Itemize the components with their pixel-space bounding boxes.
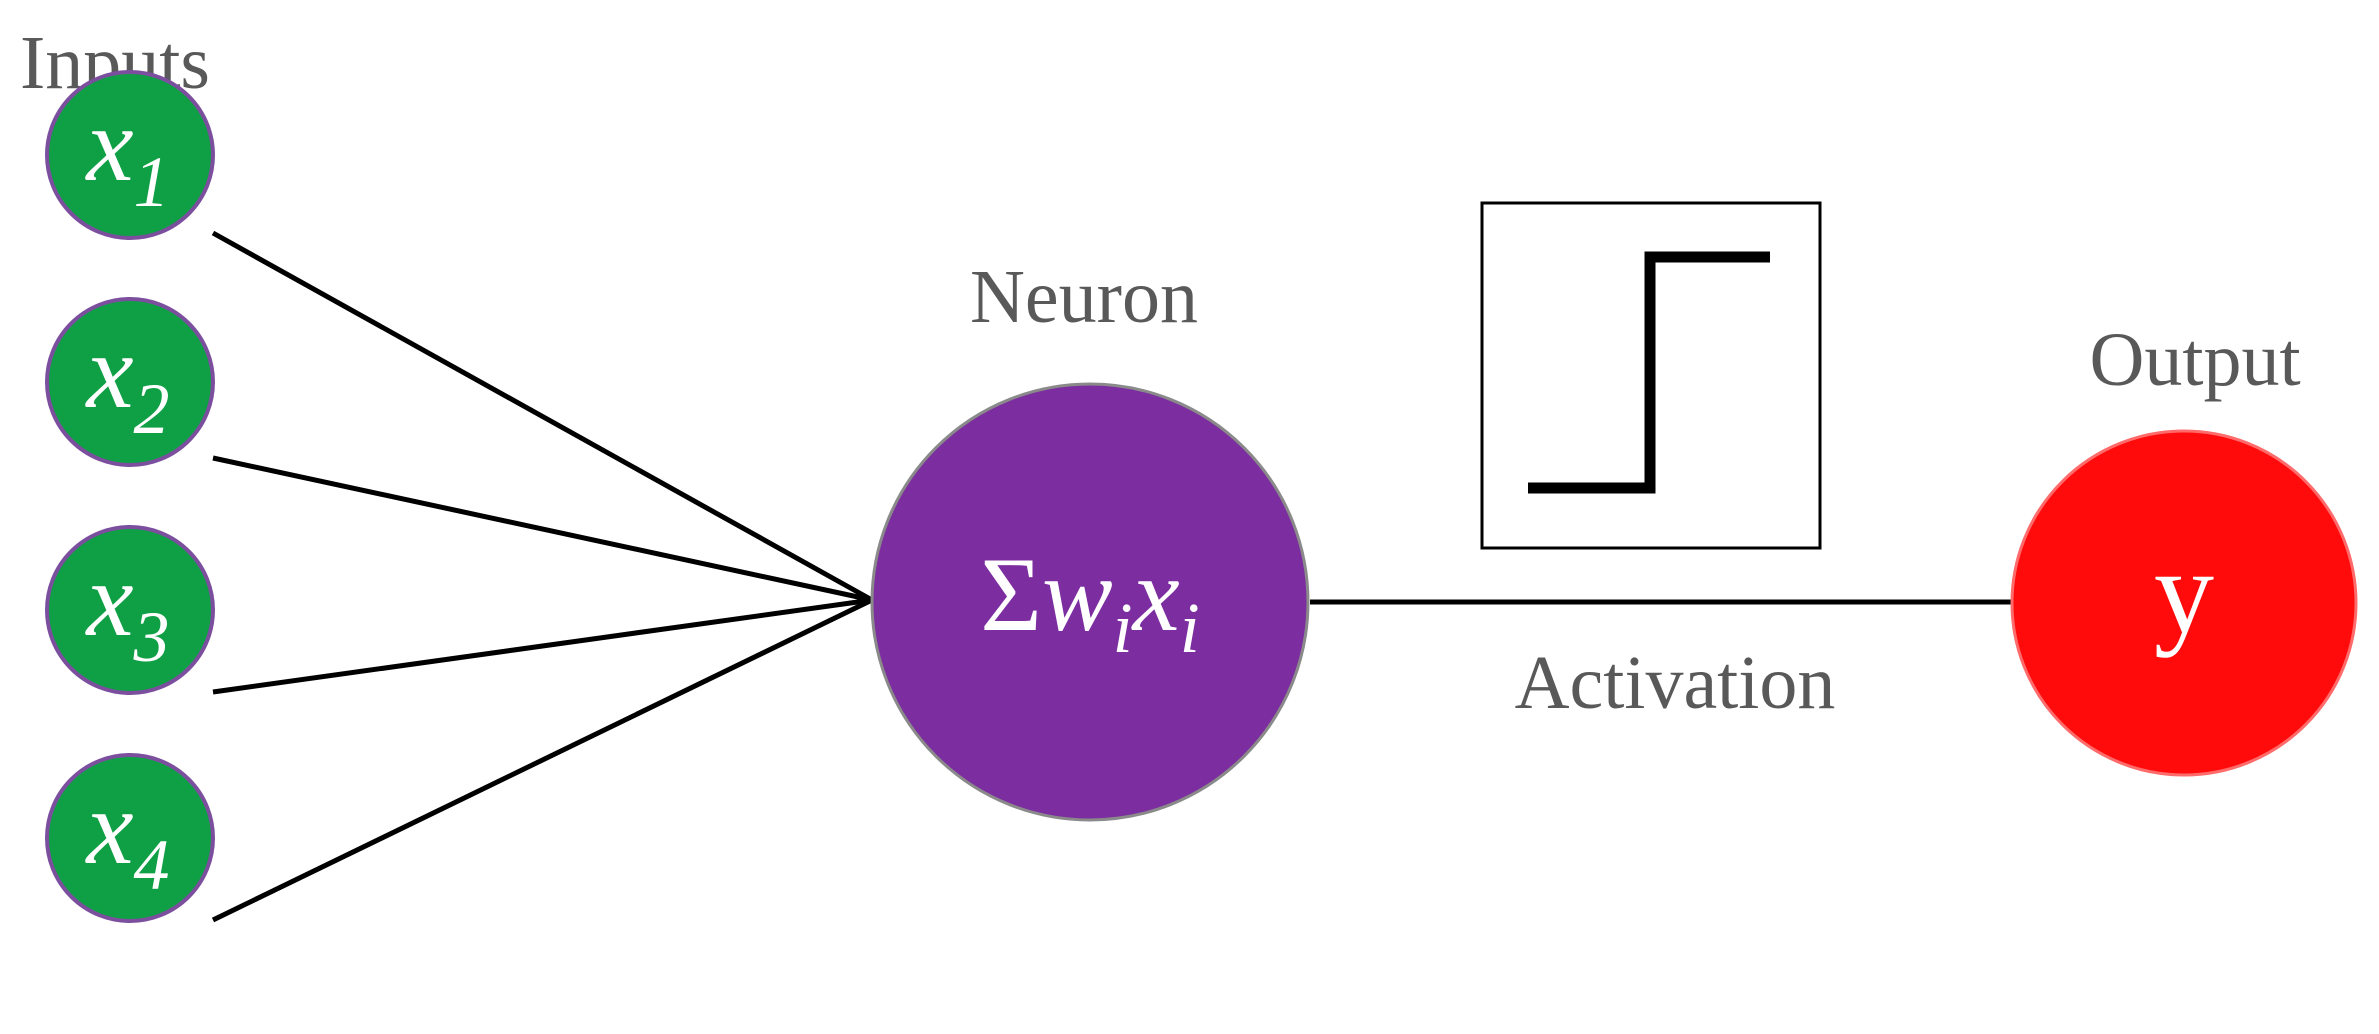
edge-x1-neuron	[211, 230, 874, 603]
input-node-x2: x2	[45, 297, 215, 467]
neuron-label: Neuron	[970, 255, 1198, 339]
input-variable: x1	[84, 86, 169, 222]
sigma-symbol: Σ	[980, 536, 1042, 653]
input-circle	[45, 70, 215, 240]
input-symbol: x	[84, 313, 133, 430]
activation-function-box	[1480, 201, 1822, 550]
input-subscript: 1	[134, 142, 170, 222]
output-symbol: y	[2154, 525, 2214, 658]
output-circle	[2010, 429, 2358, 777]
weight-subscript: i	[1113, 588, 1133, 668]
input-variable: x2	[84, 313, 169, 449]
activation-label: Activation	[1515, 641, 1836, 725]
input-node-x1: x1	[45, 70, 215, 240]
input-node-x3: x3	[45, 525, 215, 695]
neuron-node: Σwixi	[870, 382, 1310, 822]
input-symbol: x	[84, 541, 133, 658]
output-label: Output	[2089, 318, 2300, 402]
edge-x2-neuron	[212, 455, 873, 603]
input-subscript: 2	[134, 369, 170, 449]
neuron-formula: Σwixi	[980, 536, 1200, 668]
edge-x4-neuron	[211, 597, 874, 923]
input-symbol: x	[84, 769, 133, 886]
var-subscript: i	[1180, 588, 1200, 668]
step-function-curve	[1528, 251, 1770, 494]
var-symbol: x	[1131, 536, 1180, 653]
weight-symbol: w	[1042, 536, 1113, 653]
input-variable: x4	[84, 769, 169, 905]
input-symbol: x	[84, 86, 133, 203]
input-subscript: 3	[133, 597, 170, 677]
input-node-x4: x4	[45, 753, 215, 923]
input-circle	[45, 753, 215, 923]
output-node: y	[2010, 429, 2358, 777]
edge-x3-neuron	[212, 597, 873, 695]
input-edges	[211, 230, 874, 923]
input-subscript: 4	[134, 825, 170, 905]
neuron-circle	[870, 382, 1310, 822]
input-circle	[45, 525, 215, 695]
input-variable: x3	[84, 541, 169, 677]
input-circle	[45, 297, 215, 467]
